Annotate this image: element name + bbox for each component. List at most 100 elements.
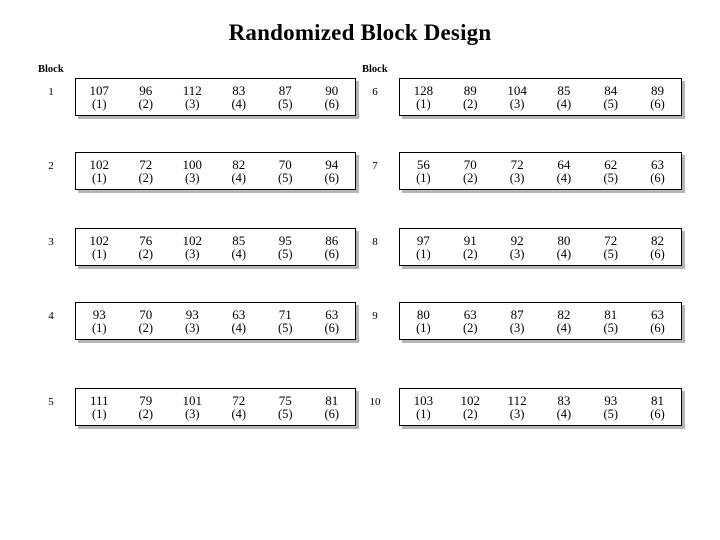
- cell-treatment-label: (1): [416, 406, 431, 421]
- block-box: 80(1)63(2)87(3)82(4)81(5)63(6): [399, 302, 682, 340]
- cell-value: 94: [325, 156, 339, 172]
- cell-treatment-label: (2): [462, 170, 478, 185]
- cell-treatment-label: (3): [509, 96, 525, 111]
- cell-value: 64: [557, 156, 571, 172]
- block-cell: 81(6): [634, 389, 681, 425]
- cell-value: 93: [604, 392, 618, 408]
- cell-treatment-label: (4): [556, 406, 572, 421]
- cell-value: 56: [416, 156, 430, 172]
- cell-value: 70: [139, 306, 153, 322]
- cell-value: 63: [651, 156, 665, 172]
- cell-value: 89: [651, 82, 665, 98]
- block-cell: 63(4): [216, 303, 263, 339]
- cell-value: 76: [139, 232, 153, 248]
- block-column-header-right: Block: [362, 64, 388, 75]
- cell-treatment-label: (5): [603, 320, 619, 335]
- block-cell: 112(3): [169, 79, 216, 115]
- block-cell: 85(4): [216, 229, 263, 265]
- cell-treatment-label: (6): [324, 96, 340, 111]
- cell-treatment-label: (2): [462, 406, 478, 421]
- cell-value: 81: [651, 392, 665, 408]
- cell-treatment-label: (4): [556, 320, 572, 335]
- cell-treatment-label: (1): [416, 170, 431, 185]
- cell-treatment-label: (3): [184, 246, 200, 261]
- cell-treatment-label: (5): [277, 246, 293, 261]
- cell-value: 81: [325, 392, 339, 408]
- cell-treatment-label: (6): [650, 170, 665, 185]
- cell-value: 87: [510, 306, 524, 322]
- block-cell: 62(5): [587, 153, 634, 189]
- cell-treatment-label: (4): [231, 320, 247, 335]
- block-box: 107(1)96(2)112(3)83(4)87(5)90(6): [75, 78, 356, 116]
- cell-treatment-label: (2): [138, 170, 154, 185]
- block-cell: 72(3): [494, 153, 541, 189]
- cell-value: 75: [278, 392, 292, 408]
- cell-value: 107: [89, 82, 110, 98]
- cell-treatment-label: (6): [324, 246, 340, 261]
- block-cell: 89(6): [634, 79, 681, 115]
- block-cell: 80(1): [400, 303, 447, 339]
- block-cell: 102(3): [169, 229, 216, 265]
- block-cell: 93(3): [169, 303, 216, 339]
- cell-value: 72: [510, 156, 524, 172]
- cell-treatment-label: (6): [650, 406, 665, 421]
- cell-value: 104: [507, 82, 527, 98]
- cell-value: 92: [510, 232, 524, 248]
- block-cell: 63(6): [634, 303, 681, 339]
- cell-treatment-label: (6): [650, 96, 665, 111]
- block-cell: 104(3): [494, 79, 541, 115]
- block-cell: 112(3): [494, 389, 541, 425]
- block-number-label: 1: [48, 86, 54, 98]
- cell-value: 83: [557, 392, 571, 408]
- block-cell: 82(6): [634, 229, 681, 265]
- cell-treatment-label: (3): [509, 170, 525, 185]
- block-cell: 92(3): [494, 229, 541, 265]
- cell-value: 93: [185, 306, 199, 322]
- cell-value: 102: [89, 156, 110, 172]
- cell-value: 72: [139, 156, 153, 172]
- cell-treatment-label: (5): [603, 170, 619, 185]
- block-cell: 101(3): [169, 389, 216, 425]
- block-cell: 95(5): [262, 229, 309, 265]
- block-number-label: 2: [48, 160, 54, 172]
- cell-value: 111: [89, 392, 109, 408]
- block-number-label: 7: [372, 160, 378, 172]
- cell-treatment-label: (3): [509, 406, 525, 421]
- block-cell: 111(1): [76, 389, 123, 425]
- cell-value: 84: [604, 82, 618, 98]
- cell-treatment-label: (1): [91, 246, 107, 261]
- cell-treatment-label: (3): [509, 246, 525, 261]
- cell-value: 79: [139, 392, 153, 408]
- page-title: Randomized Block Design: [228, 20, 492, 45]
- cell-treatment-label: (6): [324, 170, 340, 185]
- cell-value: 103: [413, 392, 434, 408]
- block-cell: 103(1): [400, 389, 447, 425]
- cell-value: 85: [557, 82, 571, 98]
- block-cell: 72(5): [587, 229, 634, 265]
- block-cell: 100(3): [169, 153, 216, 189]
- cell-treatment-label: (4): [556, 170, 572, 185]
- cell-value: 102: [89, 232, 110, 248]
- cell-value: 62: [604, 156, 618, 172]
- block-cell: 70(5): [262, 153, 309, 189]
- cell-treatment-label: (1): [416, 320, 431, 335]
- block-cell: 87(5): [262, 79, 309, 115]
- block-box: 111(1)79(2)101(3)72(4)75(5)81(6): [75, 388, 356, 426]
- cell-value: 101: [182, 392, 203, 408]
- cell-treatment-label: (4): [231, 96, 247, 111]
- cell-treatment-label: (6): [650, 320, 665, 335]
- cell-value: 63: [232, 306, 246, 322]
- block-number-label: 9: [372, 310, 378, 322]
- cell-value: 85: [232, 232, 246, 248]
- block-cell: 93(5): [587, 389, 634, 425]
- block-cell: 76(2): [123, 229, 170, 265]
- block-cell: 102(1): [76, 153, 123, 189]
